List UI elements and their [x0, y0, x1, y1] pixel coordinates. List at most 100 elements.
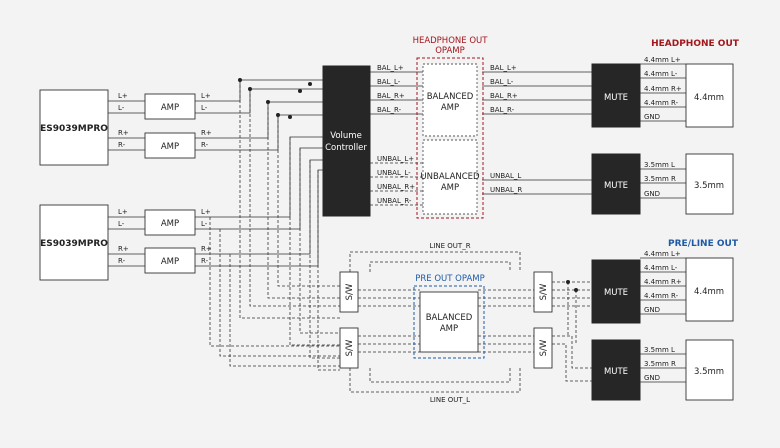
svg-text:S/W: S/W [539, 283, 549, 300]
svg-text:3.5mm R: 3.5mm R [644, 360, 676, 368]
svg-text:BAL_L-: BAL_L- [377, 78, 401, 86]
headphone-jack-35: 3.5mm [685, 153, 734, 215]
headphone-out-opamp: HEADPHONE OUT OPAMP BALANCED AMP UNBALAN… [413, 36, 489, 219]
svg-text:L+: L+ [118, 208, 128, 216]
preline-mute-44: MUTE [591, 259, 641, 324]
svg-text:4.4mm L+: 4.4mm L+ [644, 250, 681, 258]
svg-text:MUTE: MUTE [604, 93, 628, 103]
junction-dots [238, 78, 578, 292]
svg-text:Volume: Volume [330, 131, 362, 141]
svg-text:4.4mm R-: 4.4mm R- [644, 99, 679, 107]
svg-text:S/W: S/W [539, 339, 549, 356]
svg-text:BAL_R+: BAL_R+ [490, 92, 518, 100]
svg-text:4.4mm: 4.4mm [694, 287, 724, 297]
svg-text:AMP: AMP [440, 324, 458, 334]
svg-text:BAL_R+: BAL_R+ [377, 92, 405, 100]
svg-text:UNBAL_L+: UNBAL_L+ [377, 155, 414, 163]
switch-left-top: S/W [339, 271, 359, 313]
svg-text:3.5mm: 3.5mm [694, 181, 724, 191]
pre-out-opamp: PRE OUT OPAMP BALANCED AMP [413, 274, 485, 359]
svg-text:L-: L- [201, 220, 208, 228]
svg-text:UNBAL_R: UNBAL_R [490, 186, 522, 194]
amp-blocks: AMP AMP AMP AMP [144, 93, 196, 274]
headphone-jack-44-pins: 4.4mm L+ 4.4mm L- 4.4mm R+ 4.4mm R- GND [644, 56, 682, 121]
line-out-r-label: LINE OUT_R [429, 242, 470, 250]
preline-jack-44: 4.4mm [685, 257, 734, 322]
preline-jack-35-pins: 3.5mm L 3.5mm R GND [644, 346, 676, 382]
svg-text:GND: GND [644, 374, 660, 382]
svg-text:R-: R- [201, 141, 209, 149]
svg-text:4.4mm L-: 4.4mm L- [644, 264, 678, 272]
wires [108, 63, 686, 393]
svg-text:MUTE: MUTE [604, 288, 628, 298]
svg-text:AMP: AMP [441, 103, 459, 113]
svg-text:3.5mm L: 3.5mm L [644, 161, 675, 169]
svg-text:AMP: AMP [161, 219, 179, 229]
svg-text:L-: L- [118, 104, 125, 112]
svg-text:UNBAL_R-: UNBAL_R- [377, 197, 412, 205]
svg-text:R-: R- [118, 141, 126, 149]
headphone-amp-output-labels: BAL_L+ BAL_L- BAL_R+ BAL_R- UNBAL_L UNBA… [490, 64, 522, 194]
svg-text:4.4mm R+: 4.4mm R+ [644, 85, 682, 93]
preline-mute-35: MUTE [591, 339, 641, 401]
svg-text:L+: L+ [201, 92, 211, 100]
svg-text:UNBAL_L-: UNBAL_L- [377, 169, 411, 177]
svg-text:UNBAL_R+: UNBAL_R+ [377, 183, 415, 191]
headphone-mute-35: MUTE [591, 153, 641, 215]
svg-text:BALANCED: BALANCED [427, 92, 474, 102]
preline-jack-35: 3.5mm [685, 339, 734, 401]
svg-text:AMP: AMP [161, 103, 179, 113]
svg-text:BAL_L-: BAL_L- [490, 78, 514, 86]
amp-output-labels: L+ L- R+ R- L+ L- R+ R- [201, 92, 212, 265]
svg-text:BAL_R-: BAL_R- [490, 106, 515, 114]
svg-text:MUTE: MUTE [604, 181, 628, 191]
svg-text:R-: R- [118, 257, 126, 265]
preline-jack-44-pins: 4.4mm L+ 4.4mm L- 4.4mm R+ 4.4mm R- GND [644, 250, 682, 314]
svg-text:L+: L+ [118, 92, 128, 100]
svg-text:S/W: S/W [345, 283, 355, 300]
svg-text:R+: R+ [118, 245, 129, 253]
svg-text:3.5mm R: 3.5mm R [644, 175, 676, 183]
svg-text:AMP: AMP [161, 257, 179, 267]
switch-right-bottom: S/W [533, 327, 553, 369]
svg-text:4.4mm: 4.4mm [694, 93, 724, 103]
svg-text:3.5mm L: 3.5mm L [644, 346, 675, 354]
svg-text:UNBALANCED: UNBALANCED [420, 172, 480, 182]
svg-text:OPAMP: OPAMP [435, 46, 465, 56]
svg-text:AMP: AMP [161, 142, 179, 152]
svg-text:R+: R+ [118, 129, 129, 137]
svg-text:PRE OUT OPAMP: PRE OUT OPAMP [415, 274, 484, 284]
dac-pin-labels: L+ L- R+ R- L+ L- R+ R- [118, 92, 129, 265]
svg-text:GND: GND [644, 306, 660, 314]
headphone-jack-35-pins: 3.5mm L 3.5mm R GND [644, 161, 676, 198]
svg-text:L-: L- [201, 104, 208, 112]
dac-chip-1: ES9039MPRO [39, 89, 109, 166]
svg-text:4.4mm R+: 4.4mm R+ [644, 278, 682, 286]
headphone-mute-44: MUTE [591, 63, 641, 128]
headphone-jack-44: 4.4mm [685, 63, 734, 128]
svg-text:ES9039MPRO: ES9039MPRO [40, 239, 108, 249]
svg-text:4.4mm R-: 4.4mm R- [644, 292, 679, 300]
svg-text:BAL_L+: BAL_L+ [377, 64, 404, 72]
switch-right-top: S/W [533, 271, 553, 313]
svg-text:UNBAL_L: UNBAL_L [490, 172, 521, 180]
svg-text:MUTE: MUTE [604, 367, 628, 377]
svg-text:BALANCED: BALANCED [426, 313, 473, 323]
svg-text:R+: R+ [201, 129, 212, 137]
svg-text:L-: L- [118, 220, 125, 228]
svg-text:S/W: S/W [345, 339, 355, 356]
svg-text:AMP: AMP [441, 183, 459, 193]
svg-text:3.5mm: 3.5mm [694, 367, 724, 377]
svg-text:4.4mm L-: 4.4mm L- [644, 70, 678, 78]
switch-left-bottom: S/W [339, 327, 359, 369]
svg-text:BAL_L+: BAL_L+ [490, 64, 517, 72]
svg-text:L+: L+ [201, 208, 211, 216]
svg-text:GND: GND [644, 190, 660, 198]
svg-text:HEADPHONE OUT: HEADPHONE OUT [413, 36, 489, 46]
headphone-out-title: HEADPHONE OUT [651, 39, 740, 49]
preline-out-title: PRE/LINE OUT [668, 239, 739, 249]
svg-text:R-: R- [201, 257, 209, 265]
volume-controller: Volume Controller [322, 65, 371, 217]
dac-chip-2: ES9039MPRO [39, 204, 109, 281]
